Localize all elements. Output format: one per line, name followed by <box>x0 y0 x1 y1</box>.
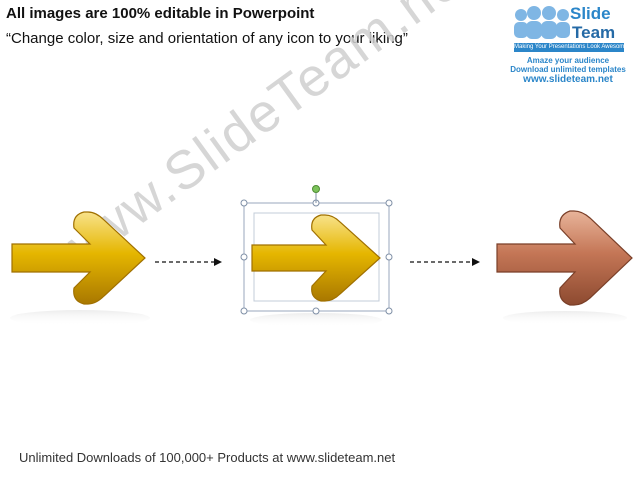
dashed-connector-2 <box>410 258 480 266</box>
logo-word-slide: Slide <box>570 4 611 23</box>
slide-subtitle: “Change color, size and orientation of a… <box>6 30 408 47</box>
logo-tagline: Making Your Presentations Look Awesome <box>514 43 624 52</box>
logo-line-amaze: Amaze your audience <box>526 56 610 65</box>
logo-word-team: Team <box>572 23 616 42</box>
logo-line-download: Download unlimited templates <box>510 65 626 74</box>
selection-handles[interactable] <box>240 199 393 315</box>
footer-text: Unlimited Downloads of 100,000+ Products… <box>19 450 396 465</box>
rotation-handle[interactable] <box>312 185 320 204</box>
slide-title: All images are 100% editable in Powerpoi… <box>6 5 315 22</box>
people-logo-icon <box>514 6 570 39</box>
copper-arrow-right-icon <box>496 210 633 325</box>
gold-arrow-left-icon <box>10 211 150 326</box>
logo-url[interactable]: www.slideteam.net <box>523 74 613 85</box>
dashed-connector-1 <box>155 258 222 266</box>
slideteam-logo: Slide Team Making Your Presentations Loo… <box>500 2 636 92</box>
